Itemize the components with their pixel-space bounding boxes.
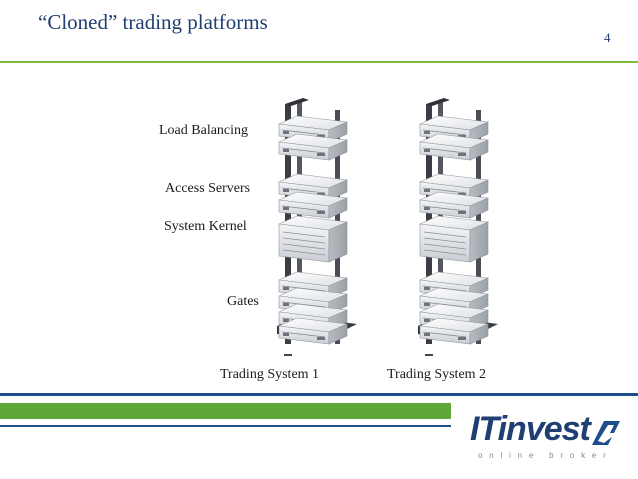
label-trading-system-1: Trading System 1 bbox=[220, 367, 320, 382]
title-divider bbox=[0, 61, 638, 63]
label-trading-system-2: Trading System 2 bbox=[387, 367, 487, 382]
page-number: 4 bbox=[604, 30, 611, 45]
itinvest-logo-mark-icon bbox=[592, 421, 620, 445]
label-system-kernel: System Kernel bbox=[164, 219, 247, 234]
label-access-servers: Access Servers bbox=[165, 181, 251, 196]
slide-title: “Cloned” trading platforms bbox=[38, 10, 268, 34]
label-load-balancing: Load Balancing bbox=[159, 123, 249, 138]
footer-band-bottom bbox=[0, 425, 638, 427]
rack-trading-system-1 bbox=[277, 98, 357, 344]
rack-1-floor-mark bbox=[284, 354, 292, 356]
rack-2-floor-mark bbox=[425, 354, 433, 356]
label-gates: Gates bbox=[227, 294, 259, 309]
itinvest-logo-text: ITinvest bbox=[470, 410, 591, 448]
itinvest-logo-tagline: online broker bbox=[478, 451, 613, 460]
rack-trading-system-2 bbox=[418, 98, 498, 344]
footer-band-top bbox=[0, 393, 638, 396]
